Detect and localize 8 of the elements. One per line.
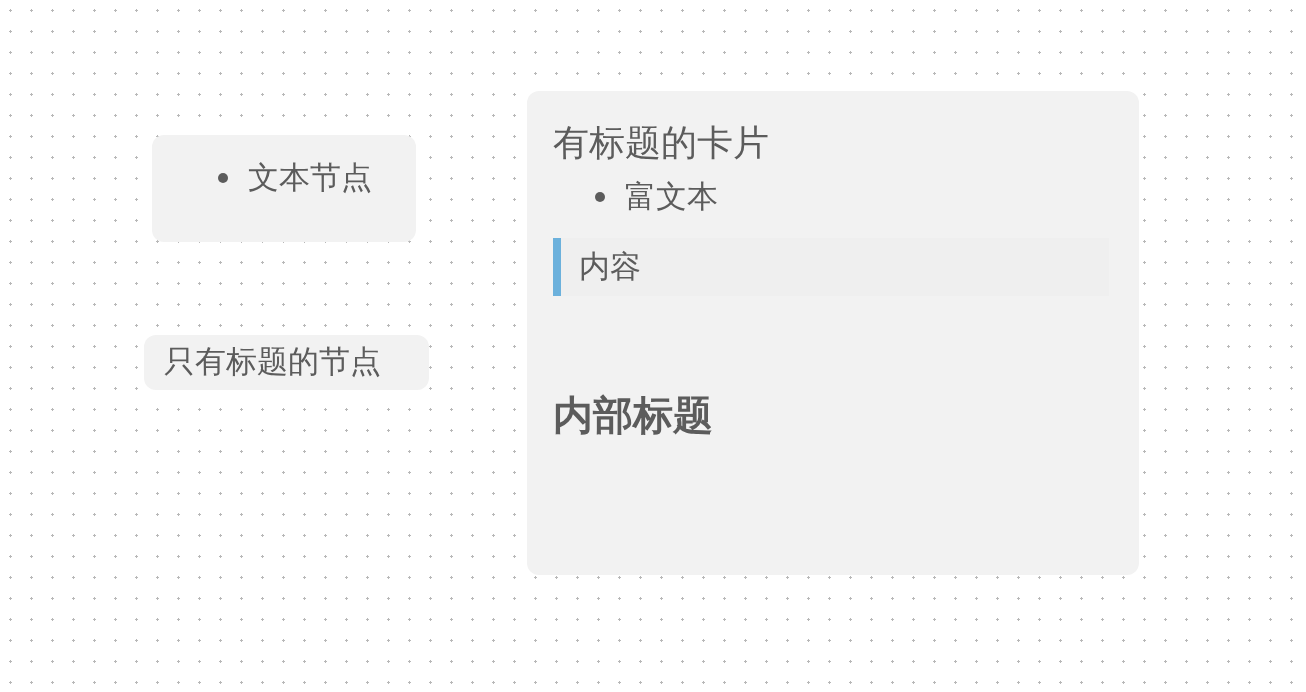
node-box: [144, 335, 429, 390]
card-title: 有标题的卡片: [553, 122, 769, 163]
section-heading: 内部标题: [553, 392, 713, 438]
bullet-item: 文本节点: [212, 157, 372, 199]
bullet-item: 富文本: [589, 176, 718, 218]
node-box: [152, 135, 416, 242]
card: [527, 91, 1139, 575]
node-title: 只有标题的节点: [164, 343, 381, 379]
